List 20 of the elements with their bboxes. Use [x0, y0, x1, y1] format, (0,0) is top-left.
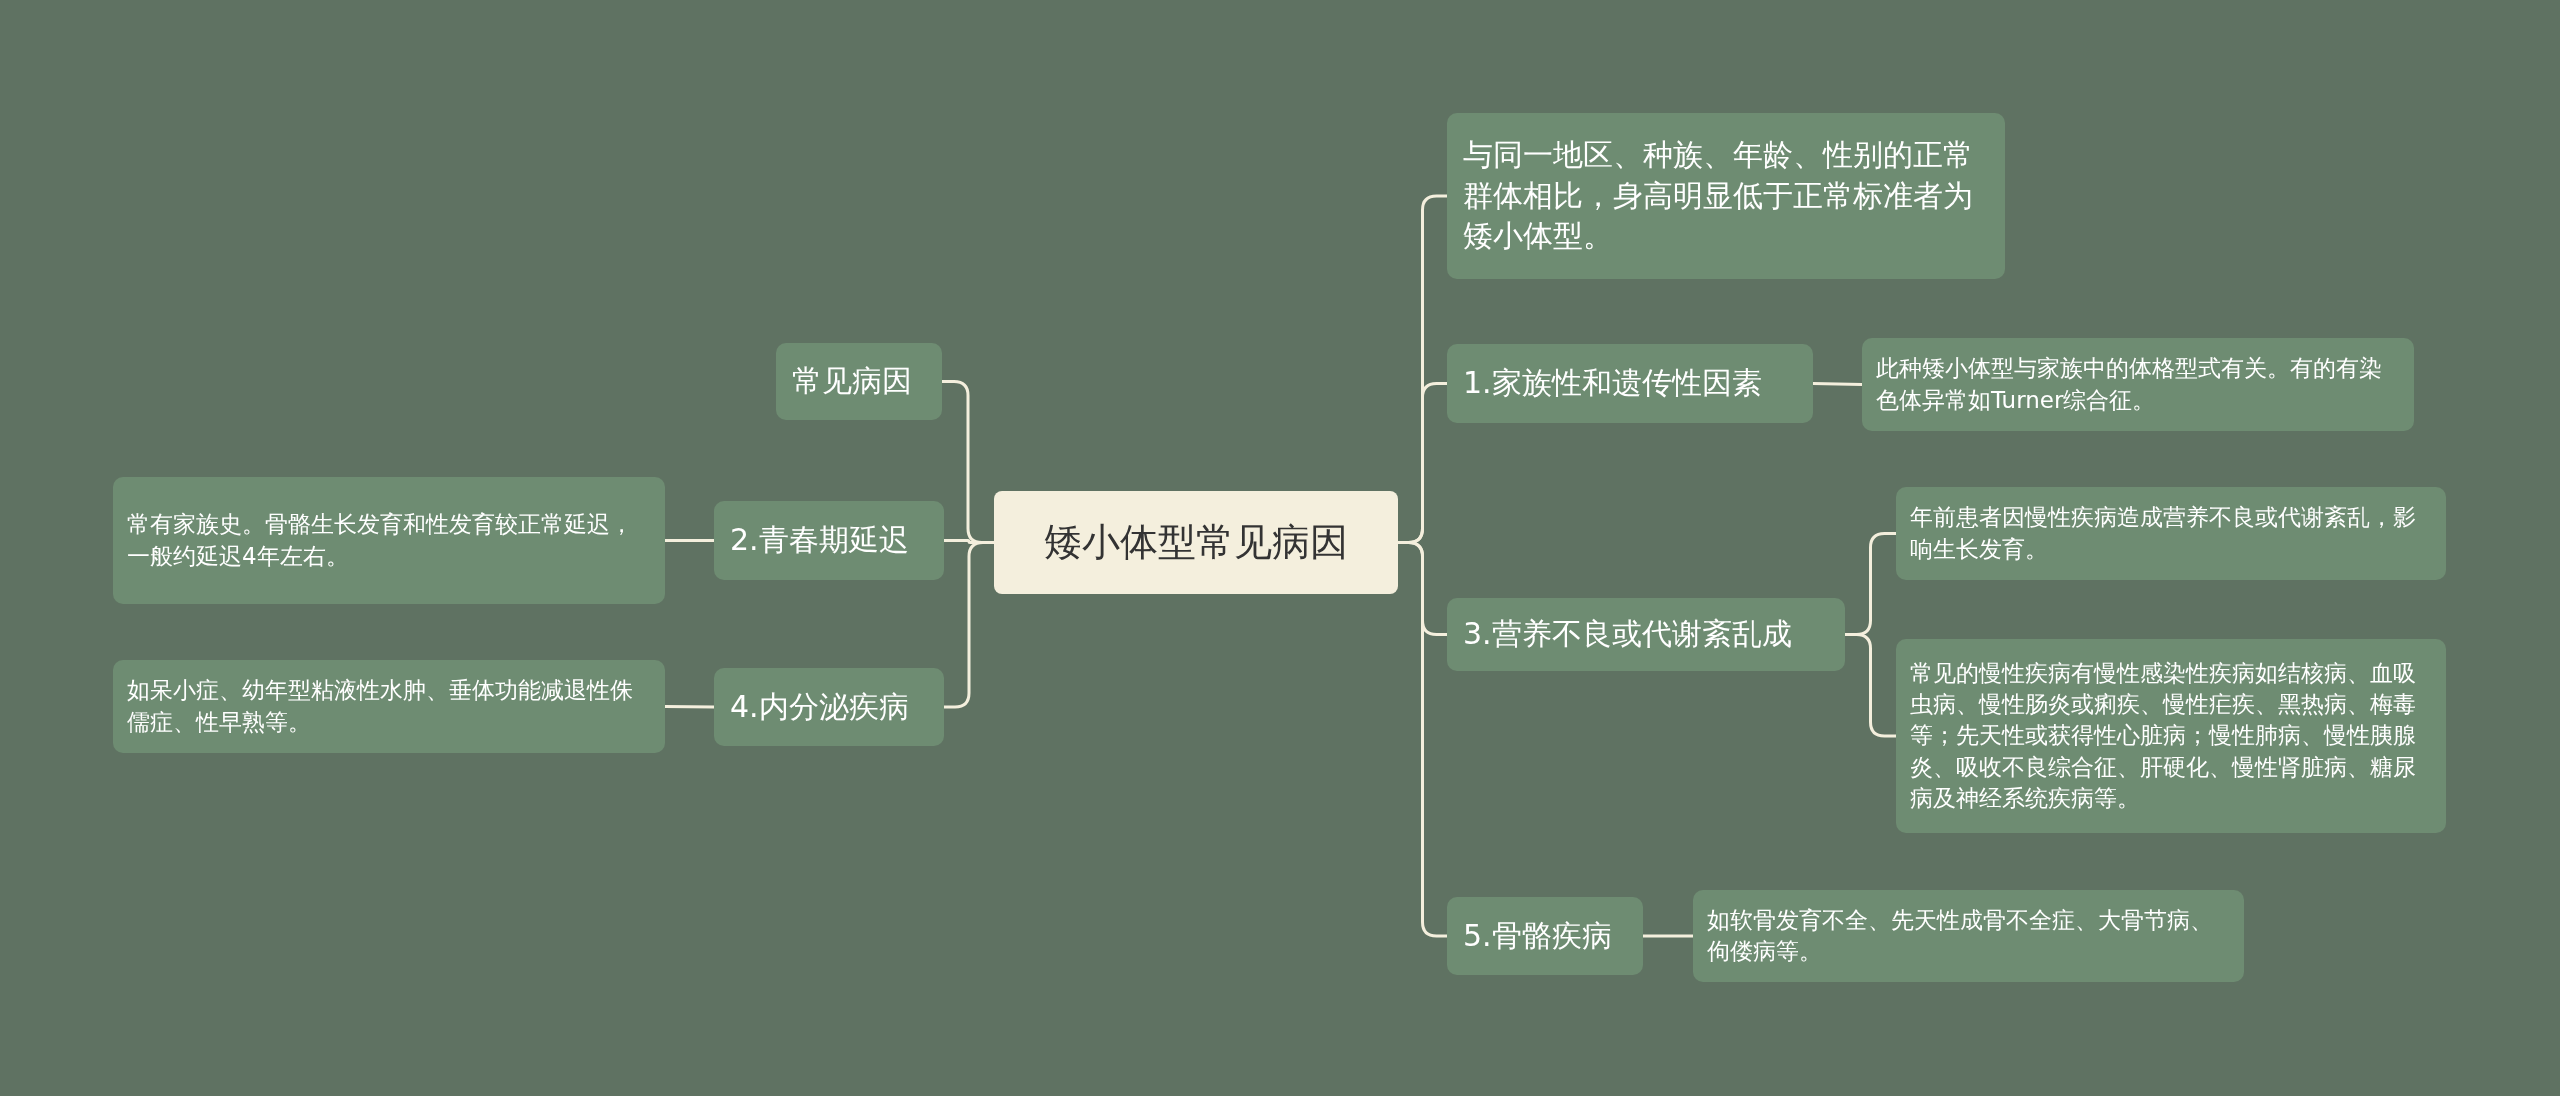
connector-line — [665, 539, 714, 542]
note-box: 年前患者因慢性疾病造成营养不良或代谢紊乱，影响生长发育。 — [1896, 487, 2446, 580]
topic-box: 5.骨骼疾病 — [1447, 897, 1643, 975]
connector-line — [1398, 541, 1447, 938]
connector-line — [1812, 382, 1863, 386]
topic-box: 1.家族性和遗传性因素 — [1447, 344, 1813, 423]
central-topic-box: 矮小体型常见病因 — [994, 491, 1398, 594]
note-box: 此种矮小体型与家族中的体格型式有关。有的有染色体异常如Turner综合征。 — [1862, 338, 2414, 431]
topic-box: 常见病因 — [776, 343, 942, 420]
connector-line — [1643, 934, 1693, 938]
topic-box: 3.营养不良或代谢紊乱成 — [1447, 598, 1845, 671]
note-box: 常见的慢性疾病有慢性感染性疾病如结核病、血吸虫病、慢性肠炎或痢疾、慢性疟疾、黑热病、梅毒等；先天性或获得性心脏病；慢性肺病、慢性胰腺炎、吸收不良综合征、肝硬化、慢性肾脏病、糖尿病及神经系统疾病等。 — [1896, 639, 2446, 833]
connector-line — [944, 541, 994, 709]
connector-line — [665, 705, 714, 709]
note-box: 如呆小症、幼年型粘液性水肿、垂体功能减退性侏儒症、性早熟等。 — [113, 660, 665, 753]
topic-box: 4.内分泌疾病 — [714, 668, 944, 746]
topic-box: 与同一地区、种族、年龄、性别的正常群体相比，身高明显低于正常标准者为矮小体型。 — [1447, 113, 2005, 279]
note-box: 如软骨发育不全、先天性成骨不全症、大骨节病、佝偻病等。 — [1693, 890, 2244, 982]
note-box: 常有家族史。骨骼生长发育和性发育较正常延迟，一般约延迟4年左右。 — [113, 477, 665, 604]
topic-box: 2.青春期延迟 — [714, 501, 944, 580]
